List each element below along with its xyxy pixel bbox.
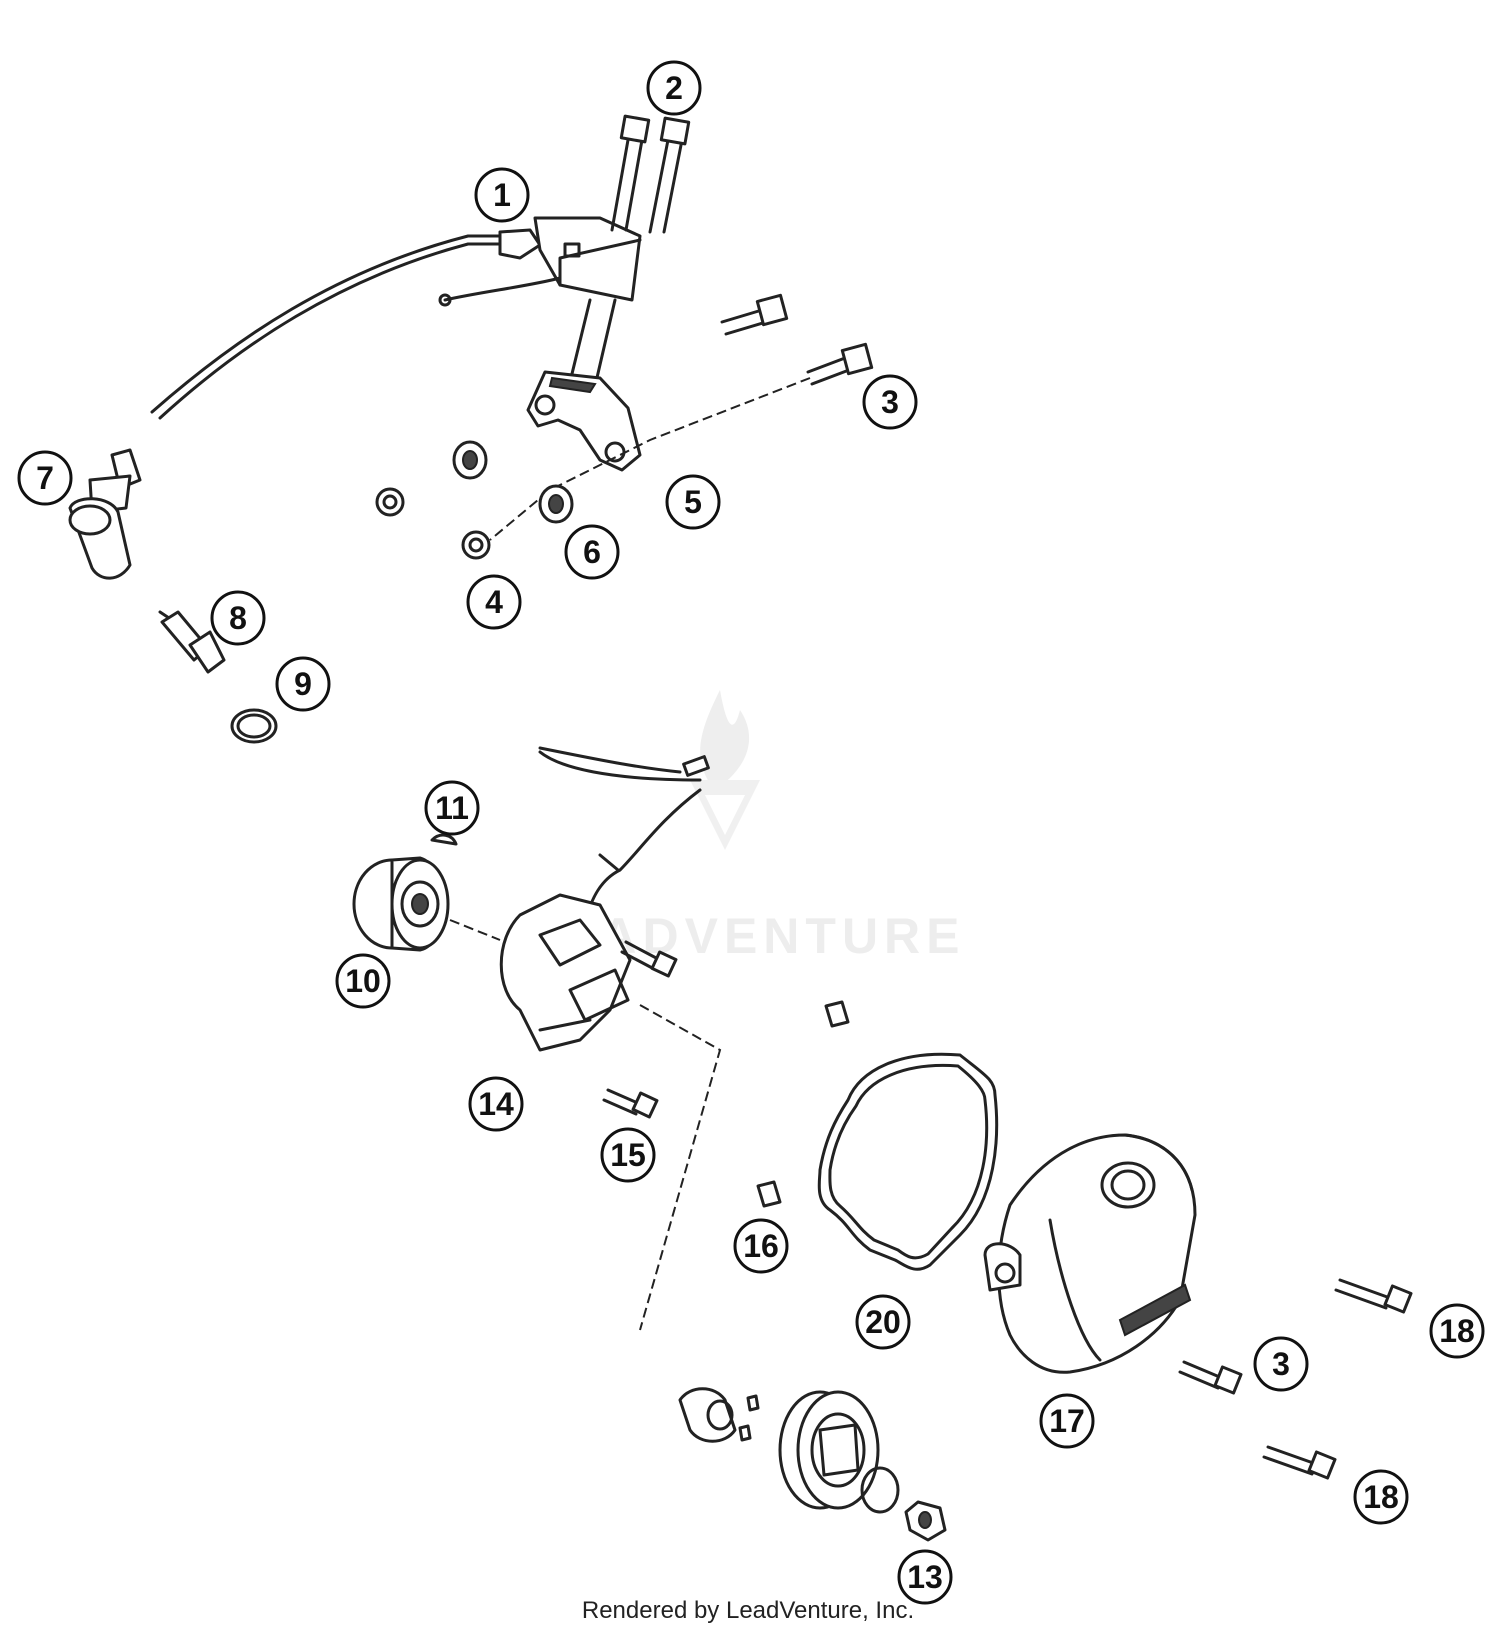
coil-bracket [526,370,642,472]
callout-3-lower: 3 [1253,1336,1309,1392]
callout-13: 13 [897,1549,953,1605]
callout-17: 17 [1039,1393,1095,1449]
rubber-bushings [452,440,574,524]
callout-label: 13 [907,1559,943,1595]
flame-v-logo-icon [690,690,760,850]
callout-label: 10 [345,963,381,999]
callout-label: 18 [1439,1313,1475,1349]
footer-credit: Rendered by LeadVenture, Inc. [582,1597,914,1624]
callout-label: 3 [881,384,899,420]
callout-9: 9 [275,656,331,712]
callout-18-lower: 18 [1353,1469,1409,1525]
callout-label: 3 [1272,1346,1290,1382]
rotor-assembly [678,1387,947,1542]
callout-label: 16 [743,1228,779,1264]
cover-bolts [1262,1278,1413,1480]
callout-label: 14 [478,1086,514,1122]
callout-15: 15 [600,1127,656,1183]
callout-label: 6 [583,534,601,570]
callout-11: 11 [424,780,480,836]
callout-2: 2 [646,60,702,116]
spark-plug-connector [68,448,142,580]
callout-label: 20 [865,1304,901,1340]
ignition-coil [150,216,642,420]
callout-label: 17 [1049,1403,1085,1439]
callout-label: 5 [684,484,702,520]
sealing-ring [230,708,278,744]
callout-label: 15 [610,1137,646,1173]
ignition-cover [983,1133,1197,1374]
flywheel-rotor [352,856,501,952]
callout-label: 8 [229,600,247,636]
callout-3-upper: 3 [862,374,918,430]
callout-10: 10 [335,953,391,1009]
callout-5: 5 [665,474,721,530]
cover-bolt [1178,1360,1243,1395]
callout-1: 1 [474,167,530,223]
callout-label: 2 [665,70,683,106]
callout-20: 20 [855,1294,911,1350]
callout-label: 18 [1363,1479,1399,1515]
cover-gasket [817,1052,999,1271]
callout-label: 1 [493,177,511,213]
callout-18-upper: 18 [1429,1303,1485,1359]
callout-label: 9 [294,666,312,702]
callout-6: 6 [564,524,620,580]
stator [499,746,722,1331]
coil-bolts [610,114,691,234]
coil-mount-post [568,298,617,384]
callout-4: 4 [466,574,522,630]
callout-16: 16 [733,1218,789,1274]
callout-7: 7 [17,450,73,506]
spark-plug [158,610,226,674]
callout-label: 11 [435,790,469,826]
bracket-bolts [489,293,874,541]
dowel-sleeves [756,1000,850,1208]
callout-label: 4 [485,584,503,620]
callout-8: 8 [210,590,266,646]
callout-label: 7 [36,460,54,496]
callout-14: 14 [468,1076,524,1132]
stator-bolts [602,940,678,1119]
spacer-sleeves [375,487,491,560]
woodruff-key [430,833,458,846]
